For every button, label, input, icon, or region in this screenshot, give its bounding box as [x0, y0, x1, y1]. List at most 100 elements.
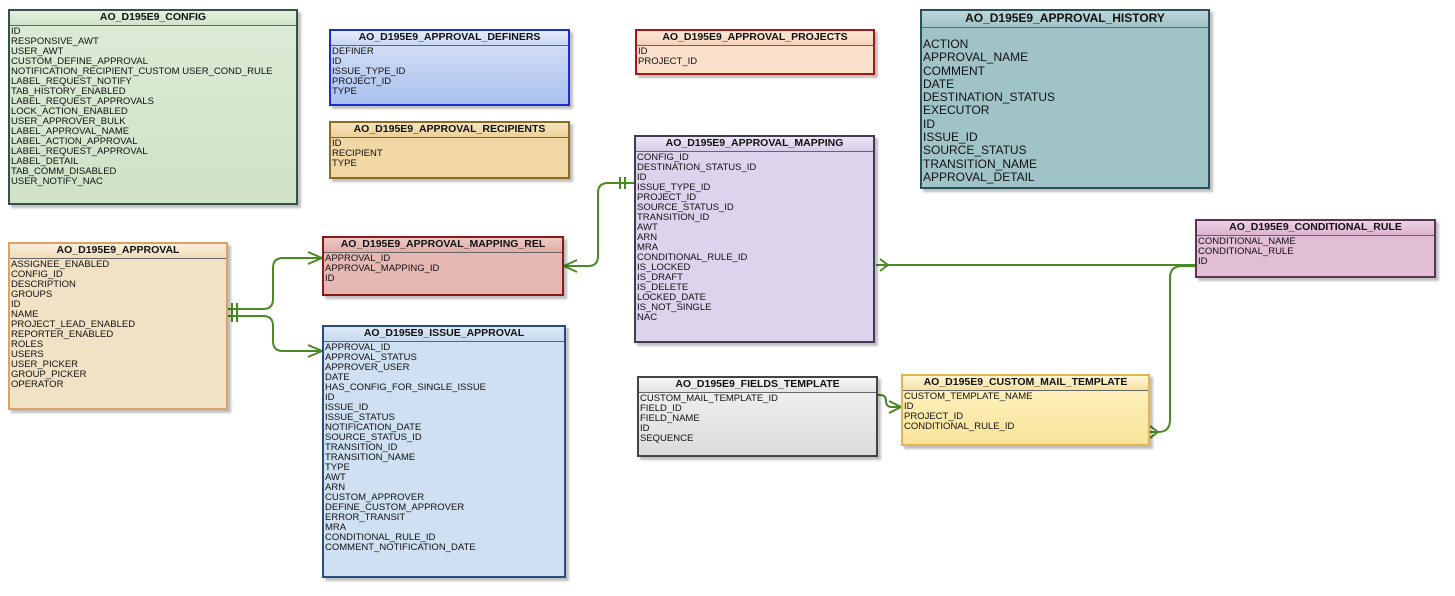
table-field: USER_NOTIFY_NAC — [11, 177, 103, 187]
table-field: COMMENT_NOTIFICATION_DATE — [325, 543, 476, 553]
table-field: ID — [325, 274, 335, 284]
table-field: PROJECT_LEAD_ENABLED — [11, 320, 136, 330]
table-title: AO_D195E9_CONFIG — [10, 11, 296, 26]
table-conditional-rule[interactable]: AO_D195E9_CONDITIONAL_RULE CONDITIONAL_N… — [1195, 219, 1436, 278]
crowfoot-issue-approval — [307, 344, 325, 358]
table-field: ID — [904, 402, 914, 412]
table-field: CONFIG_ID — [11, 270, 63, 280]
table-field: CONDITIONAL_RULE — [1198, 247, 1294, 257]
table-field: LABEL_REQUEST_APPROVALS — [11, 97, 154, 107]
table-field: SOURCE_STATUS — [923, 144, 1027, 158]
table-field: ID — [332, 139, 342, 149]
table-field: ID — [923, 117, 935, 131]
table-field: MRA — [325, 523, 347, 533]
table-field: AWT — [637, 223, 658, 233]
table-field: TRANSITION_NAME — [923, 157, 1038, 171]
table-approval-mapping-rel[interactable]: AO_D195E9_APPROVAL_MAPPING_REL APPROVAL_… — [322, 236, 564, 296]
table-field: ISSUE_STATUS — [325, 413, 395, 423]
table-field: NAME — [11, 310, 39, 320]
table-title: AO_D195E9_FIELDS_TEMPLATE — [639, 378, 876, 393]
one-marker-approval-bottom — [231, 310, 238, 322]
table-field: CUSTOM_APPROVER — [325, 493, 425, 503]
table-field: ID — [325, 393, 335, 403]
table-field: SEQUENCE — [640, 434, 694, 444]
table-custom-mail-template[interactable]: AO_D195E9_CUSTOM_MAIL_TEMPLATE CUSTOM_TE… — [901, 374, 1150, 446]
one-marker-approval-top — [231, 303, 238, 315]
table-title: AO_D195E9_APPROVAL_MAPPING_REL — [324, 238, 562, 253]
table-field: PROJECT_ID — [332, 77, 392, 87]
table-field: ASSIGNEE_ENABLED — [11, 260, 110, 270]
table-field: CONFIG_ID — [637, 153, 689, 163]
table-field: GROUPS — [11, 290, 53, 300]
table-title: AO_D195E9_CONDITIONAL_RULE — [1197, 221, 1434, 236]
table-field: TAB_HISTORY_ENABLED — [11, 87, 126, 97]
table-field: ISSUE_ID — [923, 131, 978, 145]
table-field: COMMENT — [923, 64, 985, 78]
table-field: ARN — [637, 233, 658, 243]
table-field: DATE — [325, 373, 350, 383]
table-field: NOTIFICATION_DATE — [325, 423, 422, 433]
table-field: CUSTOM_DEFINE_APPROVAL — [11, 57, 148, 67]
table-field: IS_LOCKED — [637, 263, 691, 273]
table-field: CUSTOM_MAIL_TEMPLATE_ID — [640, 394, 778, 404]
table-field: ARN — [325, 483, 346, 493]
crowfoot-mapping-right — [879, 258, 890, 272]
table-field: LABEL_ACTION_APPROVAL — [11, 137, 138, 147]
table-field: APPROVER_USER — [325, 363, 410, 373]
table-field: EXECUTOR — [923, 104, 990, 118]
table-field: ISSUE_ID — [325, 403, 369, 413]
table-title: AO_D195E9_APPROVAL_HISTORY — [922, 11, 1208, 28]
table-field: ISSUE_TYPE_ID — [637, 183, 711, 193]
table-field: TAB_COMM_DISABLED — [11, 167, 117, 177]
table-title: AO_D195E9_CUSTOM_MAIL_TEMPLATE — [903, 376, 1148, 391]
table-field: ID — [1198, 257, 1208, 267]
table-field: DEFINE_CUSTOM_APPROVER — [325, 503, 465, 513]
table-field: LABEL_APPROVAL_NAME — [11, 127, 130, 137]
table-fields-template[interactable]: AO_D195E9_FIELDS_TEMPLATE CUSTOM_MAIL_TE… — [637, 376, 878, 457]
one-marker-mapping — [619, 177, 626, 189]
table-field: MRA — [637, 243, 659, 253]
table-field: NAC — [637, 313, 658, 323]
table-field: APPROVAL_STATUS — [325, 353, 417, 363]
table-field: IS_DELETE — [637, 283, 689, 293]
table-field: DEFINER — [332, 47, 374, 57]
table-field: APPROVAL_MAPPING_ID — [325, 264, 440, 274]
table-field: TYPE — [325, 463, 350, 473]
table-field: SOURCE_STATUS_ID — [325, 433, 422, 443]
connector-conditional-custom-mail — [1150, 265, 1195, 433]
table-field: ID — [638, 47, 648, 57]
crowfoot-custom-mail — [1149, 425, 1160, 439]
table-field: CONDITIONAL_RULE_ID — [325, 533, 436, 543]
table-field: CONDITIONAL_RULE_ID — [904, 422, 1015, 432]
table-title: AO_D195E9_APPROVAL_RECIPIENTS — [331, 123, 568, 138]
table-field: TRANSITION_ID — [325, 443, 398, 453]
table-field: ID — [11, 300, 21, 310]
table-field: GROUP_PICKER — [11, 370, 87, 380]
table-field: PROJECT_ID — [638, 57, 698, 67]
table-field: USER_APPROVER_BULK — [11, 117, 126, 127]
table-field: PROJECT_ID — [637, 193, 697, 203]
table-field: FIELD_ID — [640, 404, 682, 414]
table-field: REPORTER_ENABLED — [11, 330, 114, 340]
table-field: NOTIFICATION_RECIPIENT_CUSTOM USER_COND_… — [11, 67, 273, 77]
table-field: USER_PICKER — [11, 360, 79, 370]
table-field: AWT — [325, 473, 346, 483]
table-field: TYPE — [332, 159, 357, 169]
table-field: APPROVAL_DETAIL — [923, 170, 1035, 184]
